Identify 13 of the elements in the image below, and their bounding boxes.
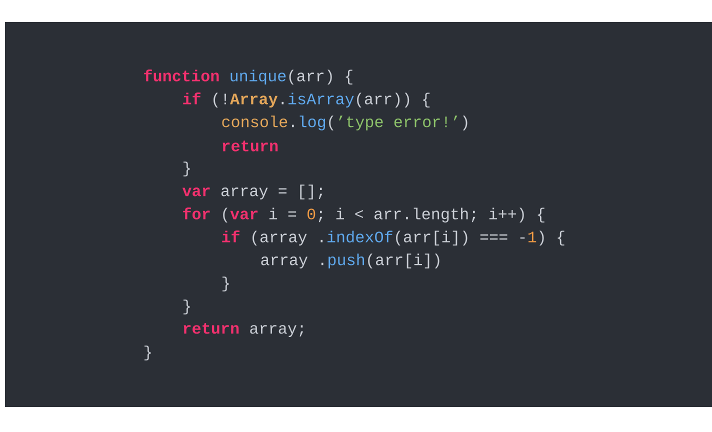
code-line: array .push(arr[i]) <box>261 254 440 268</box>
code-line: return array; <box>184 323 304 337</box>
code-line: function unique(arr) { <box>144 69 352 85</box>
code-line: } <box>184 162 190 176</box>
code-line: if (array .indexOf(arr[i]) === -1) { <box>222 230 564 246</box>
code-line: return <box>222 140 278 152</box>
code-line: } <box>144 346 151 360</box>
code-line: console.log(’type error!’) <box>222 116 468 130</box>
code-line: if (!Array.isArray(arr)) { <box>183 92 430 108</box>
code-line: } <box>184 300 190 314</box>
code-line: } <box>222 276 229 292</box>
code-line: var array = []; <box>182 184 322 200</box>
code-line: for (var i = 0; i < arr.length; i++) { <box>183 207 544 223</box>
